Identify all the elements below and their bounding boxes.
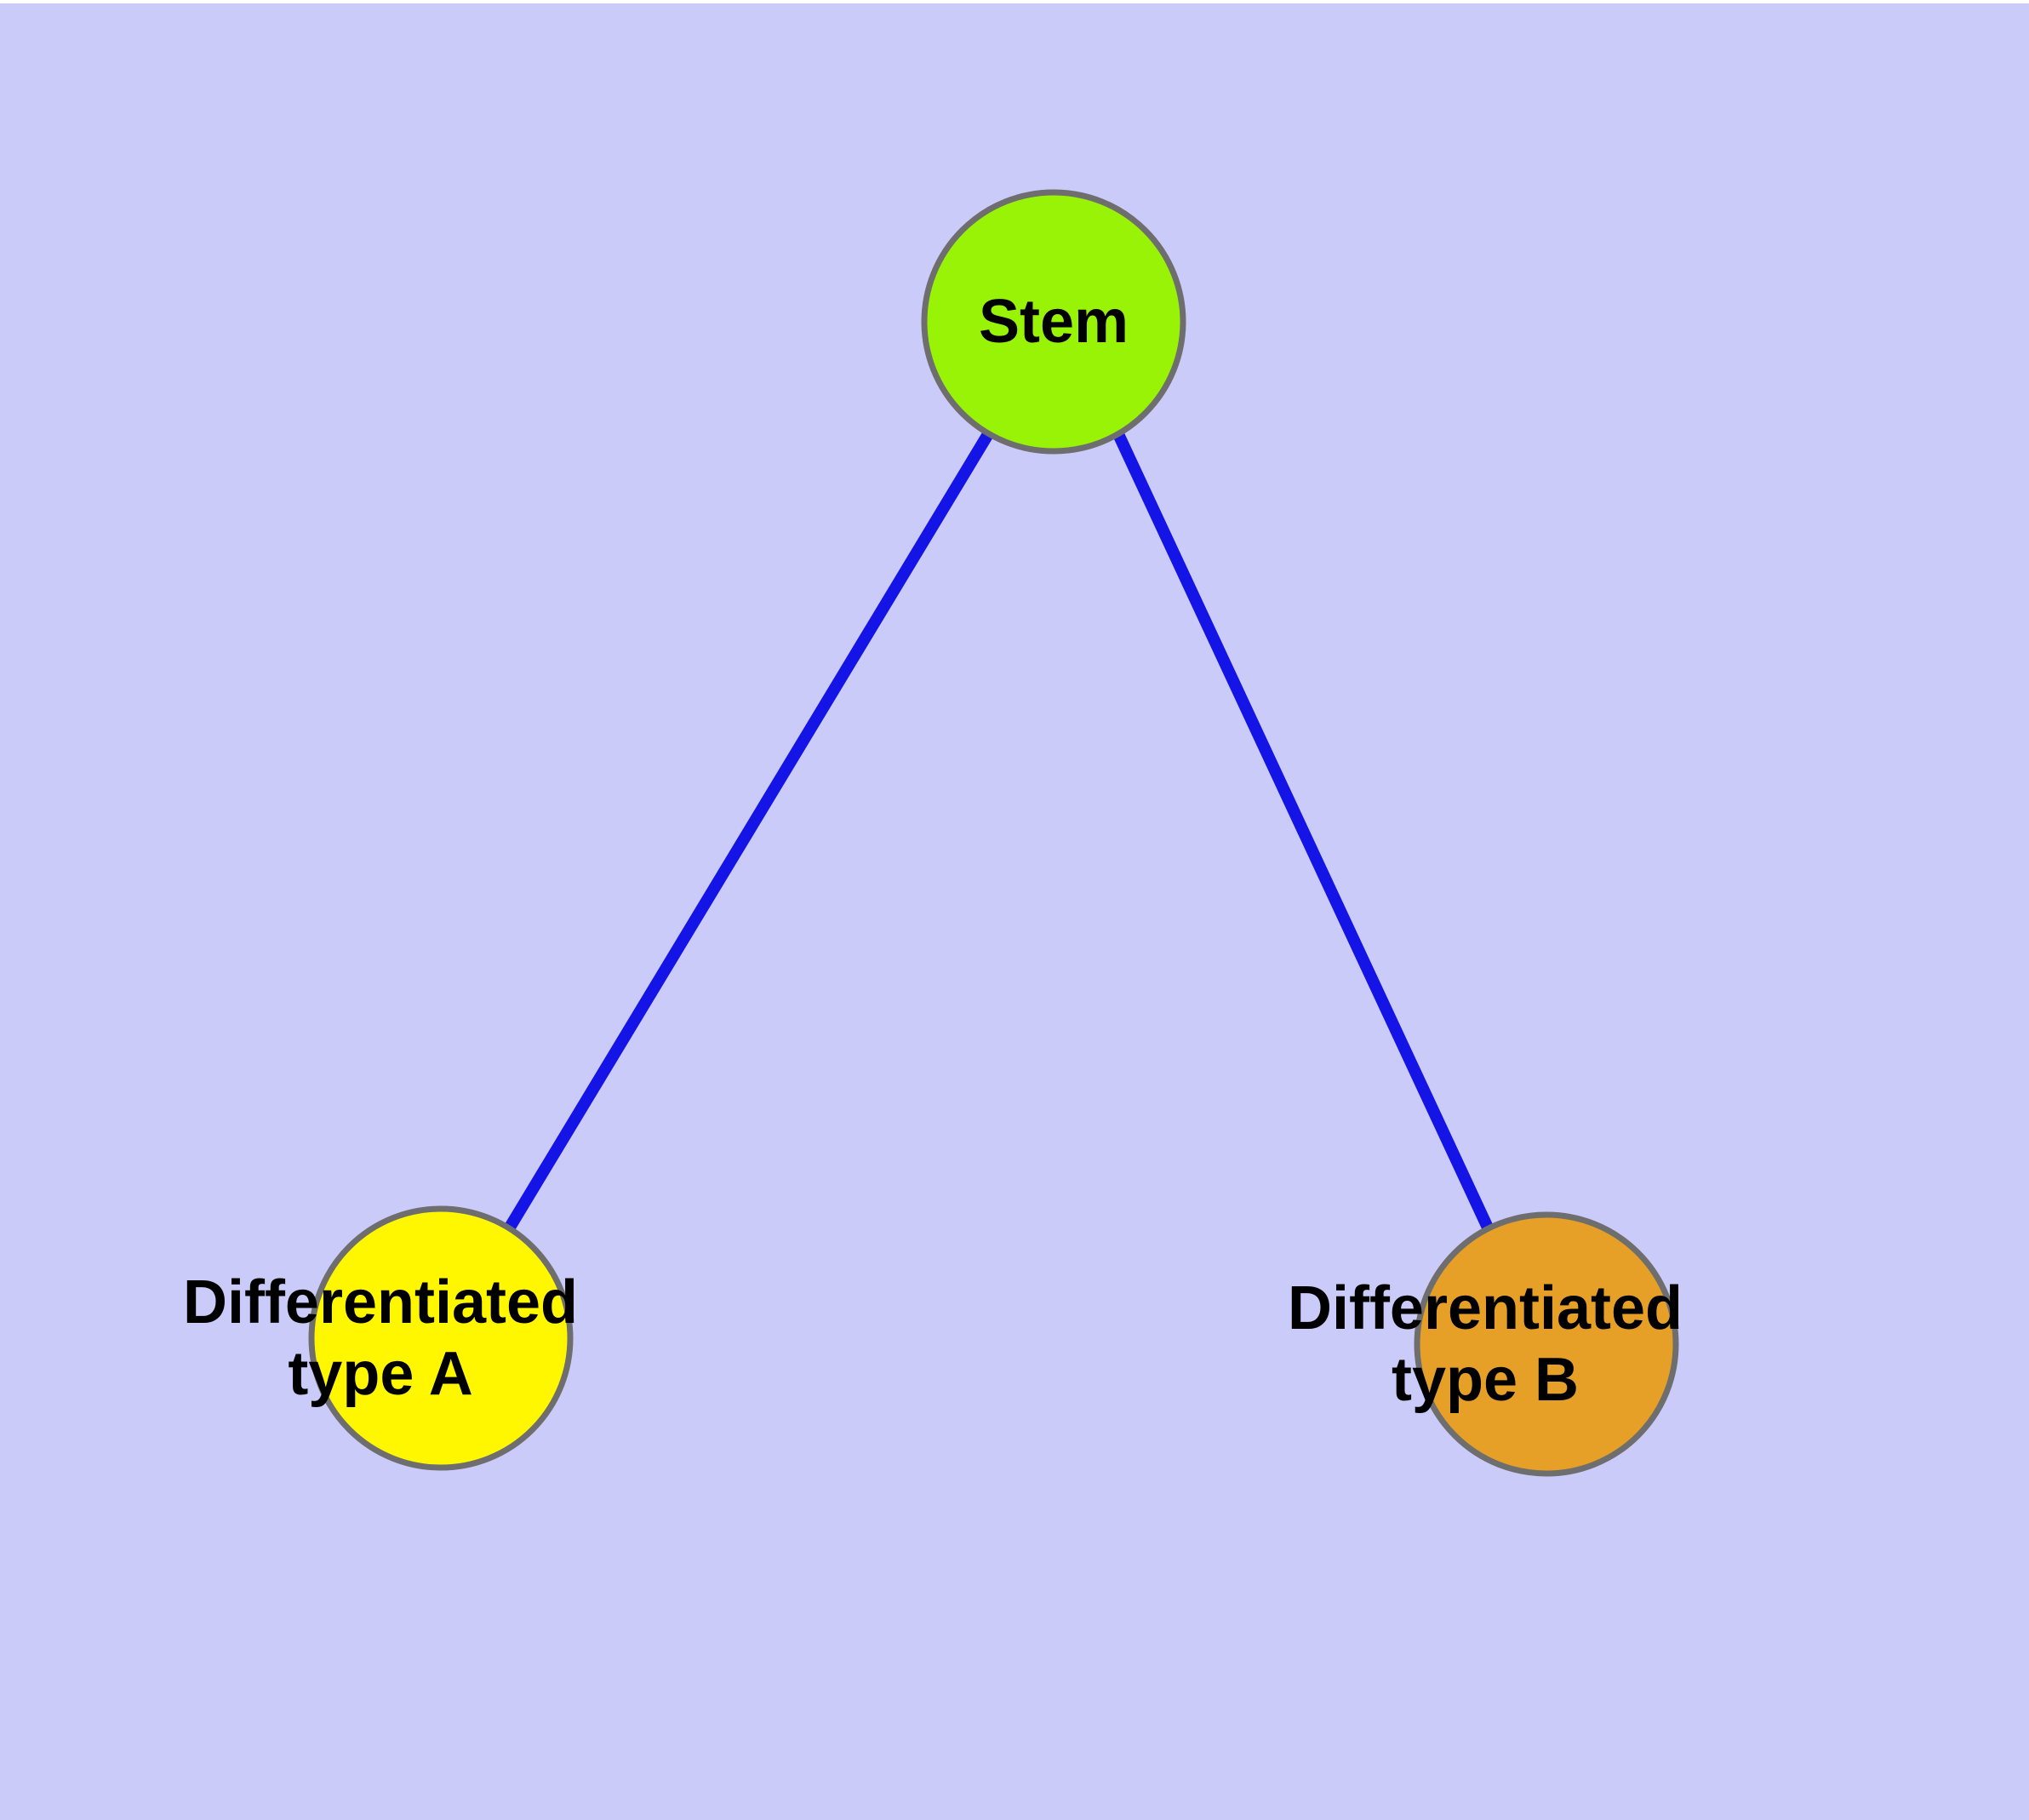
edge-stem-diff-b[interactable] <box>1112 432 1494 1230</box>
node-stem[interactable] <box>921 189 1186 455</box>
node-label-line: Differentiated <box>183 1268 578 1336</box>
node-diff_b[interactable] <box>1414 1211 1679 1477</box>
edges-layer <box>503 431 1494 1233</box>
edge-stem-diff-a[interactable] <box>503 431 993 1233</box>
node-label-line: Differentiated <box>1288 1274 1683 1342</box>
node-label-line: type A <box>288 1340 472 1408</box>
node-diff_a[interactable] <box>308 1205 574 1471</box>
node-label-line: type B <box>1392 1346 1579 1414</box>
nodes-layer <box>308 189 1679 1477</box>
node-label-stem: Stem <box>979 288 1129 356</box>
node-label-line: Stem <box>979 288 1129 356</box>
